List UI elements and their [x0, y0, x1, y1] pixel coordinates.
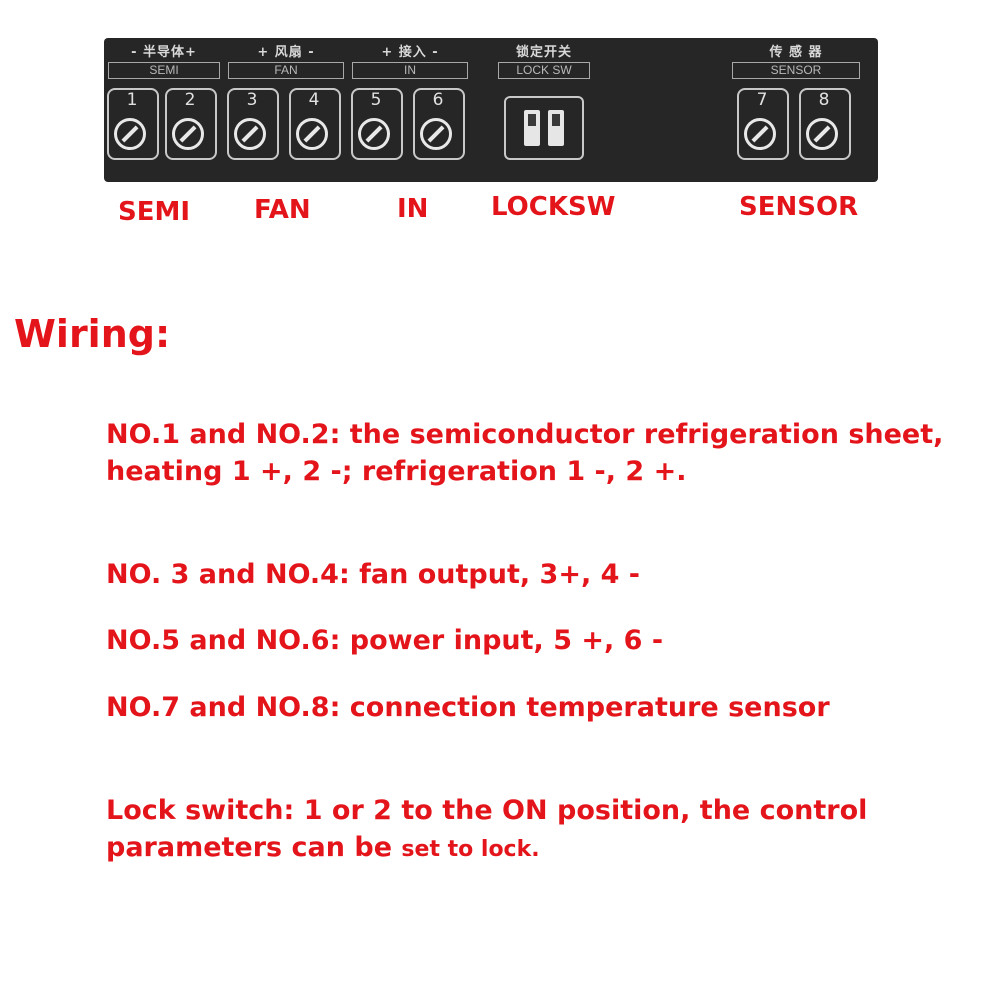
wiring-item-2: NO. 3 and NO.4: fan output, 3+, 4 -	[106, 559, 641, 590]
terminal-frame	[165, 88, 217, 160]
screw-icon	[172, 118, 204, 150]
dip-switch-2-icon	[548, 110, 564, 146]
terminal-frame	[351, 88, 403, 160]
label-fan: FAN	[254, 195, 311, 225]
terminal-panel: - 半导体+ SEMI + 风扇 - FAN + 接入 - IN 锁定开关 LO…	[104, 38, 878, 182]
terminal-6: 6	[410, 88, 466, 198]
terminal-frame	[737, 88, 789, 160]
terminal-2: 2	[162, 88, 218, 198]
group-semi-cn-label: - 半导体+	[131, 45, 197, 60]
terminal-number: 7	[756, 90, 768, 110]
wiring-item-1: NO.1 and NO.2: the semiconductor refrige…	[106, 419, 944, 487]
wiring-item-4: NO.7 and NO.8: connection temperature se…	[106, 692, 830, 723]
terminal-number: 2	[184, 90, 196, 110]
lock-text-main: Lock switch: 1 or 2 to the ON position, …	[106, 795, 868, 863]
terminal-frame	[289, 88, 341, 160]
group-fan-en-label: FAN	[228, 62, 344, 79]
screw-icon	[114, 118, 146, 150]
label-sensor: SENSOR	[739, 192, 859, 222]
terminal-3: 3	[224, 88, 280, 198]
label-locksw: LOCKSW	[491, 192, 616, 222]
terminal-number: 3	[246, 90, 258, 110]
screw-icon	[420, 118, 452, 150]
screw-icon	[806, 118, 838, 150]
terminal-frame	[107, 88, 159, 160]
terminal-frame	[227, 88, 279, 160]
terminal-number: 4	[308, 90, 320, 110]
lock-text-small: set to lock.	[401, 837, 540, 862]
terminal-number: 6	[432, 90, 444, 110]
wiring-item-lock: Lock switch: 1 or 2 to the ON position, …	[106, 792, 986, 868]
terminal-7: 7	[734, 88, 790, 198]
terminal-number: 8	[818, 90, 830, 110]
label-in: IN	[397, 194, 429, 224]
group-in-en-label: IN	[352, 62, 468, 79]
lock-switch	[504, 96, 584, 160]
group-semi-en-label: SEMI	[108, 62, 220, 79]
dip-switch-1-icon	[524, 110, 540, 146]
screw-icon	[744, 118, 776, 150]
terminal-8: 8	[796, 88, 852, 198]
screw-icon	[296, 118, 328, 150]
wiring-heading: Wiring:	[14, 312, 171, 356]
group-fan-cn-label: + 风扇 -	[257, 45, 315, 60]
terminal-number: 5	[370, 90, 382, 110]
label-semi: SEMI	[118, 197, 191, 227]
screw-icon	[234, 118, 266, 150]
group-in-cn-label: + 接入 -	[381, 45, 439, 60]
group-sensor-cn-label: 传 感 器	[769, 45, 823, 60]
terminal-4: 4	[286, 88, 342, 198]
terminal-frame	[413, 88, 465, 160]
terminal-number: 1	[126, 90, 138, 110]
wiring-item-3: NO.5 and NO.6: power input, 5 +, 6 -	[106, 625, 664, 656]
terminal-frame	[799, 88, 851, 160]
terminal-1: 1	[104, 88, 160, 198]
terminal-5: 5	[348, 88, 404, 198]
group-locksw-en-label: LOCK SW	[498, 62, 590, 79]
group-sensor-en-label: SENSOR	[732, 62, 860, 79]
group-locksw-cn-label: 锁定开关	[515, 45, 572, 60]
screw-icon	[358, 118, 390, 150]
